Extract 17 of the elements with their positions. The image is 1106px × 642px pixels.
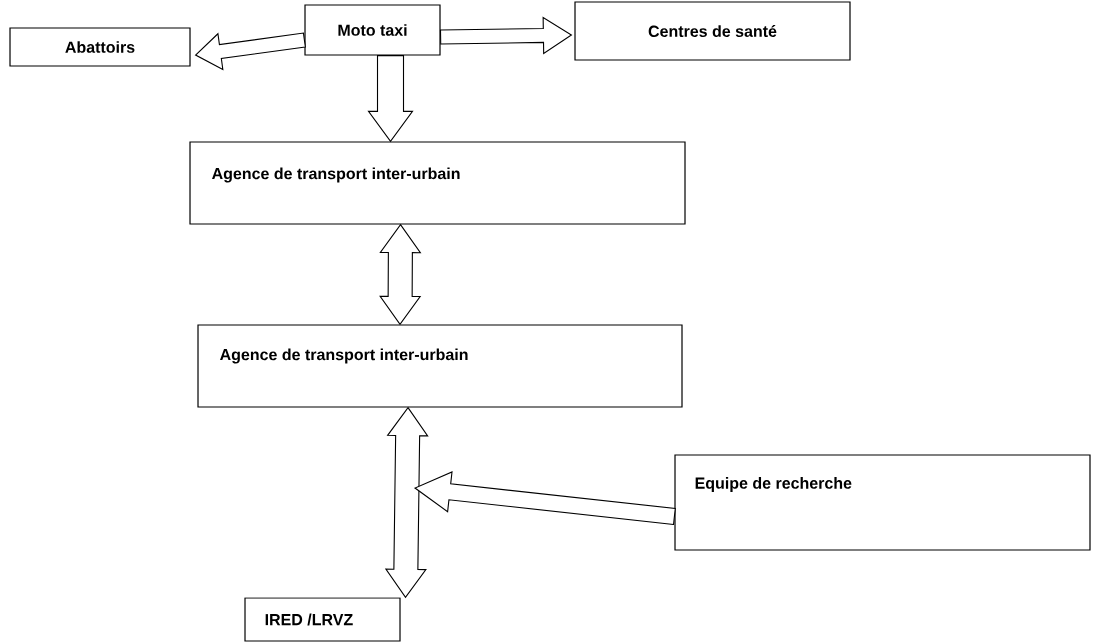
- block-arrow: [439, 16, 573, 55]
- node-label: Agence de transport inter-urbain: [212, 167, 460, 183]
- node-label: Moto taxi: [338, 24, 407, 36]
- text-box: [304, 4, 441, 56]
- node-label: Abattoirs: [65, 41, 135, 53]
- node-label: Agence de transport inter-urbain: [220, 348, 468, 364]
- node-label: Equipe de recherche: [695, 477, 852, 492]
- text-box: [189, 141, 686, 225]
- text-box: [9, 27, 191, 67]
- node-label: Centres de santé: [648, 25, 777, 37]
- text-box: [197, 324, 683, 408]
- block-arrow: [194, 32, 306, 71]
- text-box: [574, 1, 851, 61]
- node-label: IRED /LRVZ: [265, 613, 353, 626]
- text-box: [244, 597, 401, 642]
- text-box: [674, 454, 1091, 551]
- block-arrow: [367, 55, 414, 143]
